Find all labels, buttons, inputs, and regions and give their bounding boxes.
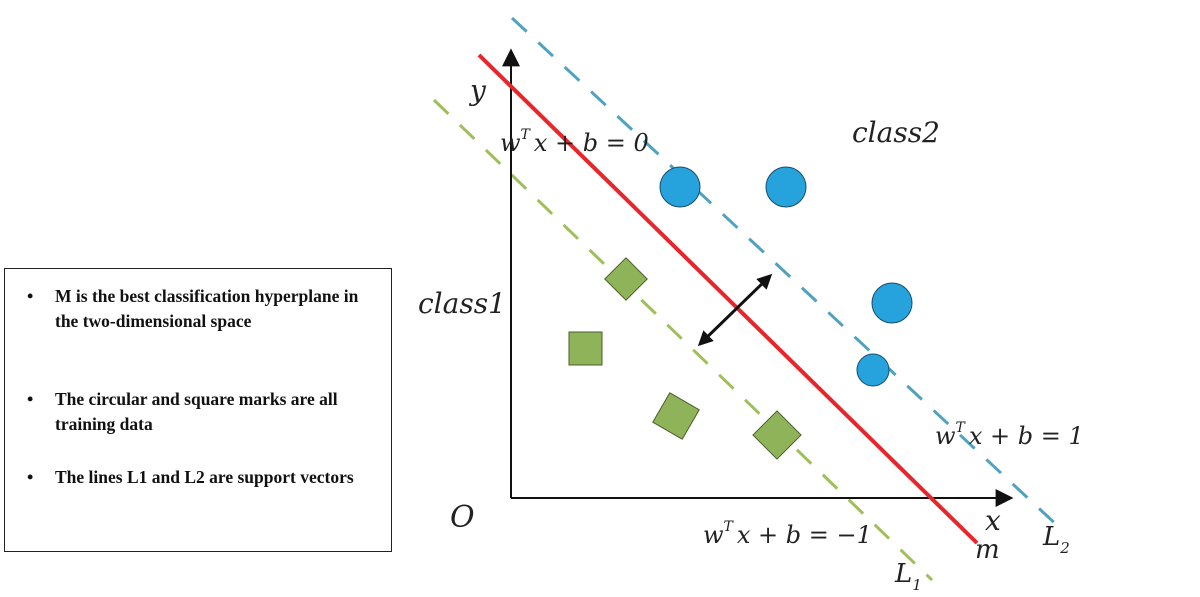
L2-label: L2 bbox=[1042, 522, 1070, 557]
margin-arrow bbox=[697, 273, 773, 347]
eq-zero-w: w bbox=[500, 129, 521, 157]
eq-zero-rest: x + b = 0 bbox=[534, 129, 649, 157]
bullet-icon: • bbox=[27, 286, 34, 306]
class1-square bbox=[604, 257, 648, 301]
class2-circle bbox=[871, 282, 913, 324]
support-line-L1 bbox=[432, 98, 934, 582]
legend-item: • The lines L1 and L2 are support vector… bbox=[27, 465, 385, 490]
eq-minus-w: w bbox=[703, 521, 724, 549]
y-axis-label: y bbox=[468, 74, 487, 107]
bullet-icon: • bbox=[27, 389, 34, 409]
eq-minus-T: T bbox=[724, 519, 735, 535]
legend-item-text: M is the best classification hyperplane … bbox=[55, 286, 359, 331]
x-axis-label: x bbox=[985, 504, 1001, 537]
legend-item-text: The lines L1 and L2 are support vectors bbox=[55, 467, 354, 487]
class2-circle bbox=[856, 353, 890, 387]
class1-square bbox=[568, 331, 603, 366]
L1-label: L1 bbox=[894, 559, 922, 594]
legend-item-text: The circular and square marks are all tr… bbox=[55, 389, 338, 434]
class1-square bbox=[652, 392, 700, 440]
hyperplane-m-label: m bbox=[975, 535, 1000, 565]
eq-minus-rest: x + b = −1 bbox=[737, 521, 872, 549]
origin-label: O bbox=[450, 500, 475, 535]
legend-item: • M is the best classification hyperplan… bbox=[27, 284, 385, 334]
eq-zero-T: T bbox=[521, 127, 532, 143]
class2-label: class2 bbox=[852, 116, 940, 149]
bullet-icon: • bbox=[27, 467, 34, 487]
class2-circle bbox=[659, 166, 701, 208]
eq-plus-rest: x + b = 1 bbox=[969, 422, 1084, 450]
L2-label-sub: 2 bbox=[1059, 539, 1070, 557]
legend-box: • M is the best classification hyperplan… bbox=[4, 268, 392, 552]
L1-label-sub: 1 bbox=[912, 576, 922, 594]
eq-plus-w: w bbox=[935, 422, 956, 450]
L2-label-main: L bbox=[1042, 522, 1060, 552]
class2-circle bbox=[765, 166, 807, 208]
support-line-L2 bbox=[510, 16, 1062, 530]
eq-plus-T: T bbox=[956, 420, 967, 436]
class1-square bbox=[752, 410, 802, 460]
legend-item: • The circular and square marks are all … bbox=[27, 387, 385, 437]
L1-label-main: L bbox=[894, 559, 912, 589]
class1-label: class1 bbox=[418, 287, 506, 320]
